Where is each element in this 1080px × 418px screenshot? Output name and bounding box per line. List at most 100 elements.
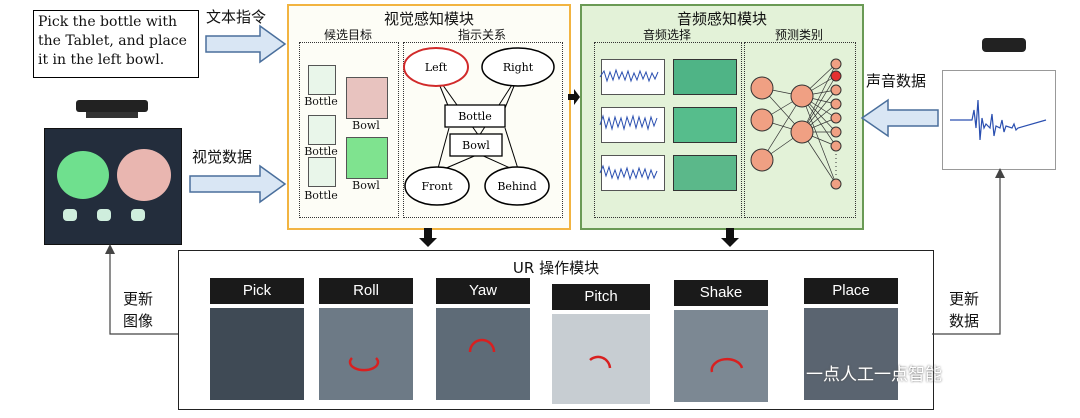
- nn-node: [790, 120, 814, 144]
- bottle-1: [63, 209, 77, 221]
- update-image-line: [109, 252, 178, 335]
- action-label: Place: [804, 278, 898, 304]
- visual-arrow-icon: [189, 164, 287, 204]
- nn-output-node: [830, 98, 842, 110]
- ur-module-title: UR 操作模块: [512, 259, 600, 277]
- relation-node-right: [481, 47, 555, 87]
- action-photo: [436, 308, 530, 400]
- candidates-title: 候选目标: [323, 28, 372, 42]
- action-pick: Pick: [210, 278, 304, 400]
- vis-down-arrow-icon: [419, 228, 437, 247]
- update-image-arrowhead: [105, 244, 115, 254]
- relations-title: 指示关系: [457, 28, 506, 42]
- aud-down-arrow-icon: [721, 228, 739, 247]
- candidate-label: Bottle: [304, 95, 338, 108]
- action-photo: [552, 314, 650, 404]
- pitch-rotation-arrow-icon: [589, 355, 612, 369]
- yaw-rotation-arrow-icon: [468, 338, 496, 353]
- candidate-label: Bowl: [352, 179, 380, 192]
- nn-output-node: [830, 58, 842, 70]
- nn-node: [750, 76, 774, 100]
- candidate-label: Bottle: [304, 145, 338, 158]
- nn-output-node: [830, 126, 842, 138]
- microphone-icon: [982, 38, 1026, 52]
- relation-text: Right: [503, 61, 534, 74]
- audio-perception-module: 音频感知模块 音频选择 预测类别: [580, 4, 864, 230]
- waveform-thumb: [601, 155, 665, 191]
- relation-node-left: [403, 47, 469, 87]
- relation-text: Front: [421, 180, 453, 193]
- waveform-thumbs: [599, 68, 659, 181]
- shake-rotation-arrow-icon: [710, 357, 744, 373]
- action-label: Pitch: [552, 284, 650, 310]
- predict-box: [744, 42, 856, 218]
- action-label: Pick: [210, 278, 304, 304]
- update-data-label: 更新 数据: [944, 288, 984, 332]
- instruction-box: Pick the bottle with the Tablet, and pla…: [33, 10, 199, 78]
- action-roll: Roll: [319, 278, 413, 400]
- candidates-box: Bottle Bowl Bottle Bowl Bottle: [299, 42, 399, 218]
- relation-node-front: [404, 166, 470, 206]
- relation-text: Left: [425, 61, 448, 74]
- visual-data-label: 视觉数据: [192, 148, 253, 166]
- visual-module-title: 视觉感知模块: [383, 10, 474, 28]
- sound-waveform: [950, 99, 1047, 141]
- update-data-arrowhead: [995, 168, 1005, 178]
- update-image-line: 更新: [122, 290, 153, 308]
- predict-title: 预测类别: [774, 28, 823, 42]
- nn-node: [750, 148, 774, 172]
- relation-node-bowl: [449, 133, 503, 157]
- candidate-image-bottle: [308, 115, 336, 145]
- action-photo: [210, 308, 304, 400]
- update-image-line: 图像: [122, 312, 153, 330]
- pink-bowl: [117, 149, 171, 201]
- action-yaw: Yaw: [436, 278, 530, 400]
- update-image-label: 更新 图像: [118, 288, 158, 332]
- text-command-label: 文本指令: [206, 8, 267, 26]
- action-label: Yaw: [436, 278, 530, 304]
- vis-to-audio-arrow-icon: [568, 89, 580, 105]
- update-data-line: [932, 176, 1001, 335]
- nn-node: [750, 108, 774, 132]
- audio-module-title: 音频感知模块: [676, 10, 767, 28]
- spectrogram-thumb: [673, 107, 737, 143]
- candidate-image-bowl: [346, 137, 388, 179]
- roll-rotation-arrow-icon: [348, 357, 380, 372]
- action-photo: [804, 308, 898, 400]
- audio-select-title: 音频选择: [642, 28, 691, 42]
- instruction-text: Pick the bottle with the Tablet, and pla…: [38, 14, 187, 68]
- relation-graph: Left Right Bottle Bowl Front Behind: [403, 47, 555, 206]
- candidate-image-bowl: [346, 77, 388, 119]
- nn-node: [790, 84, 814, 108]
- action-photo: [674, 310, 768, 402]
- candidate-label: Bottle: [304, 189, 338, 202]
- action-pitch: Pitch: [552, 284, 650, 404]
- nn-output-node-active: [830, 70, 842, 82]
- relation-text: Bottle: [458, 110, 492, 123]
- watermark-text: 一点人工一点智能: [806, 365, 942, 385]
- nn-output-node: [830, 178, 842, 190]
- action-shake: Shake: [674, 280, 768, 402]
- nn-output-node: [830, 84, 842, 96]
- relation-node-bottle: [444, 104, 506, 128]
- kinect-stand: [86, 112, 138, 118]
- action-place: Place: [804, 278, 898, 400]
- candidate-image-bottle: [308, 157, 336, 187]
- bottle-2: [97, 209, 111, 221]
- candidate-image-bottle: [308, 65, 336, 95]
- audio-select-box: [594, 42, 742, 218]
- sound-data-label: 声音数据: [866, 72, 927, 90]
- green-bowl: [57, 151, 109, 199]
- neural-network: [750, 58, 842, 190]
- action-label: Roll: [319, 278, 413, 304]
- relation-text: Bowl: [462, 139, 490, 152]
- text-arrow-icon: [205, 24, 287, 64]
- update-data-line: 更新: [948, 290, 979, 308]
- nn-output-node: [830, 112, 842, 124]
- action-photo: [319, 308, 413, 400]
- sound-arrow-icon: [860, 98, 939, 138]
- bottle-3: [131, 209, 145, 221]
- spectrogram-thumb: [673, 59, 737, 95]
- action-label: Shake: [674, 280, 768, 306]
